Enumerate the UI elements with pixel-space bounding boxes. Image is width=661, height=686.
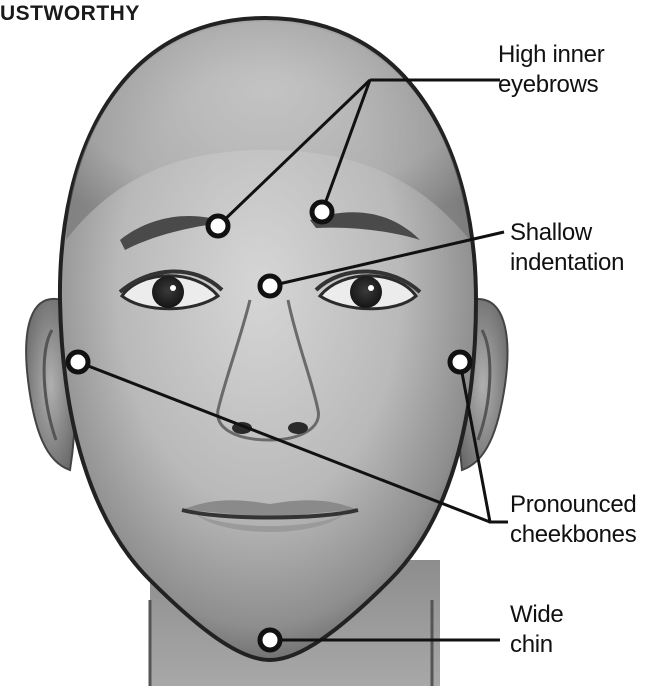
diagram-title: USTWORTHY (0, 2, 140, 26)
label-indentation: Shallow indentation (510, 218, 624, 278)
label-eyebrows-line1: High inner (498, 40, 604, 70)
label-chin-line1: Wide (510, 600, 563, 630)
label-cheekbones-line2: cheekbones (510, 520, 636, 550)
label-indentation-line2: indentation (510, 248, 624, 278)
marker-chin (260, 630, 280, 650)
label-eyebrows: High inner eyebrows (498, 40, 604, 100)
marker-left-brow (208, 216, 228, 236)
label-cheekbones: Pronounced cheekbones (510, 490, 636, 550)
marker-right-cheek (450, 352, 470, 372)
marker-left-cheek (68, 352, 88, 372)
label-indentation-line1: Shallow (510, 218, 624, 248)
label-chin: Wide chin (510, 600, 563, 660)
label-eyebrows-line2: eyebrows (498, 70, 604, 100)
label-chin-line2: chin (510, 630, 563, 660)
label-cheekbones-line1: Pronounced (510, 490, 636, 520)
marker-indentation (260, 276, 280, 296)
marker-right-brow (312, 202, 332, 222)
right-nostril (288, 422, 308, 434)
